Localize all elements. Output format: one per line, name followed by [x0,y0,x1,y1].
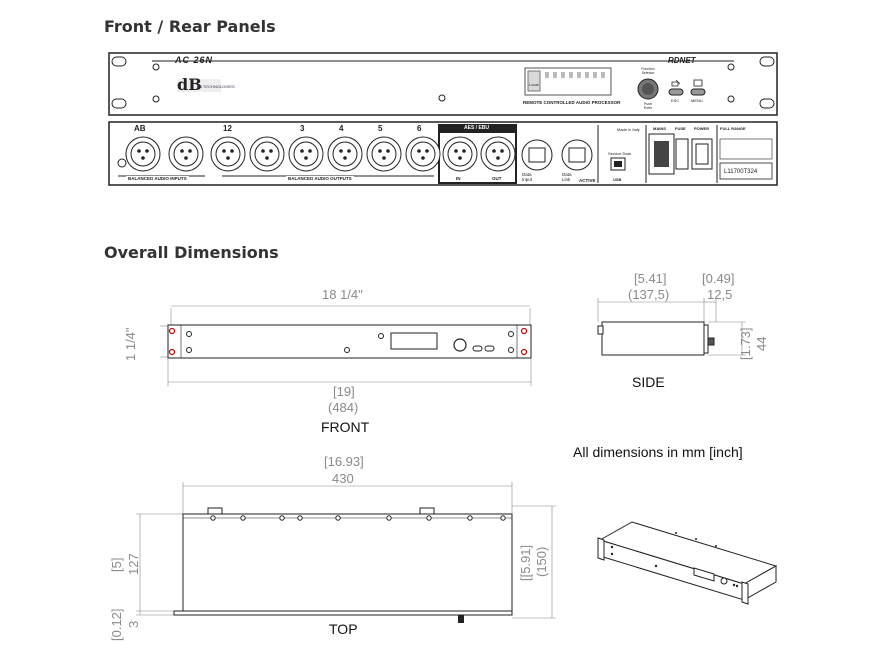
top-view-drawing [136,482,556,623]
front-view-drawing [160,305,532,386]
panels-heading: Front / Rear Panels [104,17,276,36]
encoder-bottom-label: Push Enter [643,102,653,110]
top-total-mm: (150) [534,546,549,577]
top-width-inch: [16.93] [324,454,364,469]
top-depth-inch: [5] [109,557,124,572]
side-depth-mm: (137,5) [628,287,670,302]
made-in-label: Made in Italy [617,127,640,132]
processor-label: REMOTE CONTROLLED AUDIO PROCESSOR [523,100,621,105]
top-rear-mm: 3 [126,620,141,628]
side-view-label: SIDE [632,374,665,390]
outputs-group-label: BALANCED AUDIO OUTPUTS [286,176,354,181]
full-range-label: FULL RANGE [720,126,746,131]
serial-label: L11700T324 [724,169,758,175]
menu-label: MENU [691,98,703,103]
front-model-label: AC 26N [175,55,214,65]
fuse-label: FUSE [675,126,686,131]
top-view-label: TOP [329,621,358,637]
output-label-12: 12 [223,124,232,133]
side-height-mm: 44 [754,336,769,351]
encoder-top-label: Function Selector [641,67,655,75]
output-label-3: 3 [300,124,305,133]
isometric-view-drawing [597,521,778,605]
output-label-5: 5 [378,124,383,133]
front-total-mm: (484) [328,400,359,415]
usb-label: USB [613,177,622,182]
power-label: POWER [694,126,710,131]
output-label-4: 4 [339,124,344,133]
network-badge: RDNET [668,56,696,65]
data-input-label: Data Input [522,172,533,182]
output-label-6: 6 [417,124,422,133]
front-total-inch: [19] [333,384,355,399]
side-knob-inch: [0.49] [702,271,735,286]
front-view-label: FRONT [321,419,370,435]
aes-in-label: IN [456,176,461,181]
esc-label: ESC [671,98,680,103]
front-panel-drawing [108,52,778,116]
service-data-label: Service Data [608,151,631,156]
input-ab-label: AB [134,124,146,133]
front-width-label: 18 1/4" [322,287,363,302]
data-link-label: Data Link [562,172,572,182]
side-knob-mm: 12,5 [707,287,733,302]
rear-panel-drawing [108,121,778,186]
units-note: All dimensions in mm [inch] [573,444,743,460]
top-depth-mm: 127 [126,553,141,575]
mains-label: MAINS [653,126,666,131]
inputs-group-label: BALANCED AUDIO INPUTS [126,176,189,181]
active-label: ACTIVE [579,178,596,183]
top-rear-inch: [0.12] [109,608,124,641]
side-depth-inch: [5.41] [634,271,667,286]
top-total-inch: [[5.91] [518,544,533,581]
brand-text: dB TECHNOLOGIES [197,84,235,89]
dimensions-heading: Overall Dimensions [104,243,279,262]
aes-out-label: OUT [492,176,502,181]
brand-logo: dB [177,75,202,94]
aes-label: AES / EBU [464,125,490,131]
side-view-drawing [597,298,746,356]
top-width-mm: 430 [332,471,354,486]
rear-panel: AB 12 3 4 5 6 BALANCED AUDIO INPUTS BALA… [108,121,778,186]
front-height-label: 1 1/4" [123,327,138,361]
side-height-inch: [1.73] [738,327,753,360]
local-label: Local [529,82,539,87]
front-panel: AC 26N dB dB TECHNOLOGIES RDNET REMOTE C… [108,52,778,116]
